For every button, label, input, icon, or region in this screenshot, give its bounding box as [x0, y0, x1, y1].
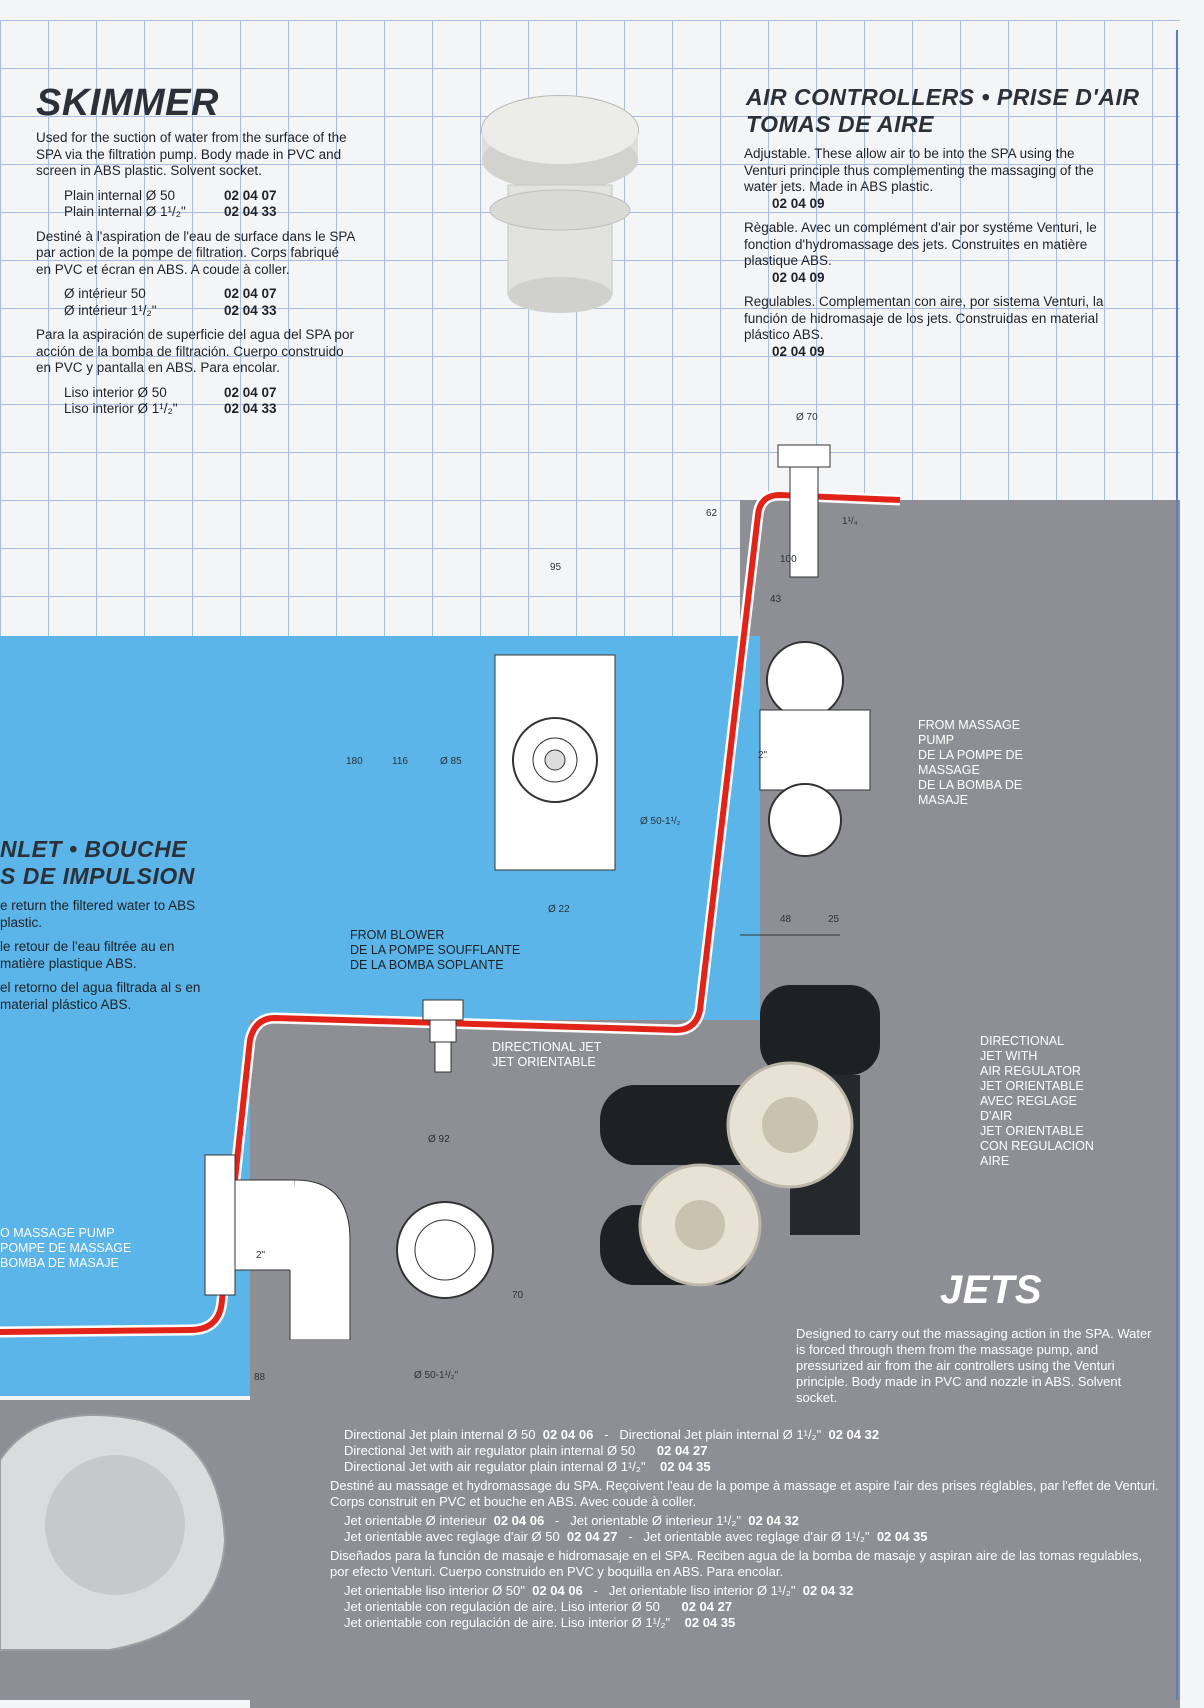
dim-d70: Ø 70 — [796, 412, 818, 423]
dim-d88: 88 — [254, 1372, 266, 1383]
air-controllers-title: AIR CONTROLLERS • PRISE D'AIR TOMAS DE A… — [746, 84, 1146, 138]
skimmer-description: Used for the suction of water from the s… — [36, 130, 356, 418]
blower-jet-drawing — [422, 999, 464, 1073]
directional-jet-label: DIRECTIONAL JET JET ORIENTABLE — [492, 1040, 602, 1069]
suction-cover-photo — [0, 1414, 227, 1651]
skimmer-es-code-row: Liso interior Ø 1¹/₂"02 04 33 — [64, 401, 277, 416]
dim-d25: 25 — [828, 914, 840, 925]
dim-jet-2in: 2" — [256, 1250, 266, 1261]
jets-description-en: Designed to carry out the massaging acti… — [796, 1326, 1152, 1405]
jets-fr-row: Jet orientable Ø interieur 02 04 06 - Je… — [344, 1513, 799, 1528]
skimmer-es-text: Para la aspiración de superficie del agu… — [36, 327, 354, 375]
inlet-fr-text: le retour de l'eau filtrée au en matière… — [0, 939, 175, 971]
skimmer-en-text: Used for the suction of water from the s… — [36, 130, 347, 178]
dim-d116: 116 — [392, 756, 408, 767]
inlet-title: NLET • BOUCHE S DE IMPULSION — [0, 836, 230, 890]
skimmer-fr-text: Destiné à l'aspiration de l'eau de surfa… — [36, 228, 355, 277]
air-es-text: Regulables. Complementan con aire, por s… — [744, 294, 1104, 342]
dim-d100: 100 — [780, 554, 797, 565]
skimmer-title: SKIMMER — [36, 82, 219, 124]
dim-d95: 95 — [550, 562, 562, 573]
inlet-description: e return the filtered water to ABS plast… — [0, 898, 210, 1021]
air-fr-code: 02 04 09 — [772, 269, 825, 285]
air-es-code: 02 04 09 — [772, 343, 825, 359]
inlet-title-line2: S DE IMPULSION — [0, 863, 195, 889]
skimmer-en-code-row: Plain internal Ø 1¹/₂"02 04 33 — [64, 204, 277, 219]
jets-fr-row: Jet orientable avec reglage d'air Ø 50 0… — [344, 1529, 928, 1544]
from-massage-pump-label: FROM MASSAGE PUMP DE LA POMPE DE MASSAGE… — [918, 718, 1023, 807]
dim-d92: Ø 92 — [428, 1134, 450, 1145]
skimmer-photo — [481, 95, 639, 313]
jets-en-row: Directional Jet with air regulator plain… — [344, 1459, 711, 1474]
to-massage-pump-label: O MASSAGE PUMP POMPE DE MASSAGE BOMBA DE… — [0, 1226, 132, 1270]
dim-d85: Ø 85 — [440, 756, 462, 767]
air-title-line1: AIR CONTROLLERS • PRISE D'AIR — [746, 84, 1140, 110]
jets-code-list: Directional Jet plain internal Ø 50 02 0… — [330, 1427, 1160, 1631]
directional-jet-air-label: DIRECTIONAL JET WITH AIR REGULATOR JET O… — [980, 1034, 1094, 1168]
inlet-drawing — [494, 654, 616, 871]
jets-es-row: Jet orientable con regulación de aire. L… — [344, 1599, 733, 1614]
dim-d50-112b: Ø 50-1¹/₂" — [414, 1370, 459, 1381]
inlet-en-text: e return the filtered water to ABS plast… — [0, 898, 196, 930]
jets-en-row: Directional Jet plain internal Ø 50 02 0… — [344, 1427, 880, 1442]
from-blower-label: FROM BLOWER DE LA POMPE SOUFFLANTE DE LA… — [350, 928, 521, 972]
jets-photo — [600, 985, 880, 1287]
dim-d22: Ø 22 — [548, 904, 570, 915]
jets-es-row: Jet orientable con regulación de aire. L… — [344, 1615, 736, 1630]
dim-d48: 48 — [780, 914, 792, 925]
dim-d50-112: Ø 50-1¹/₂ — [640, 816, 681, 827]
air-en-code: 02 04 09 — [772, 195, 825, 211]
jet-section-drawing — [204, 1154, 494, 1340]
jets-en-row: Directional Jet with air regulator plain… — [344, 1443, 708, 1458]
dim-d62: 62 — [706, 508, 718, 519]
air-title-line2: TOMAS DE AIRE — [746, 111, 934, 137]
air-controller-drawing — [740, 444, 871, 936]
inlet-title-line1: NLET • BOUCHE — [0, 836, 188, 862]
air-fr-text: Règable. Avec un complément d'air por sy… — [744, 220, 1097, 268]
dim-d180: 180 — [346, 756, 363, 767]
jets-es-row: Jet orientable liso interior Ø 50" 02 04… — [344, 1583, 854, 1598]
jets-es-text: Diseñados para la función de masaje e hi… — [330, 1548, 1143, 1579]
jets-fr-text: Destiné au massage et hydromassage du SP… — [330, 1478, 1159, 1509]
dim-d70b: 70 — [512, 1290, 524, 1301]
air-en-text: Adjustable. These allow air to be into t… — [744, 146, 1094, 194]
dim-d114: 1¹/₄ — [842, 516, 858, 527]
jets-title: JETS — [940, 1268, 1043, 1312]
skimmer-fr-code-row: Ø intérieur 1¹/₂"02 04 33 — [64, 302, 277, 318]
dim-d43: 43 — [770, 594, 782, 605]
dim-d2in: 2" — [758, 750, 768, 761]
air-controllers-description: Adjustable. These allow air to be into t… — [744, 146, 1114, 360]
grid-border — [0, 30, 1178, 1700]
inlet-es-text: el retorno del agua filtrada al s en mat… — [0, 980, 201, 1012]
